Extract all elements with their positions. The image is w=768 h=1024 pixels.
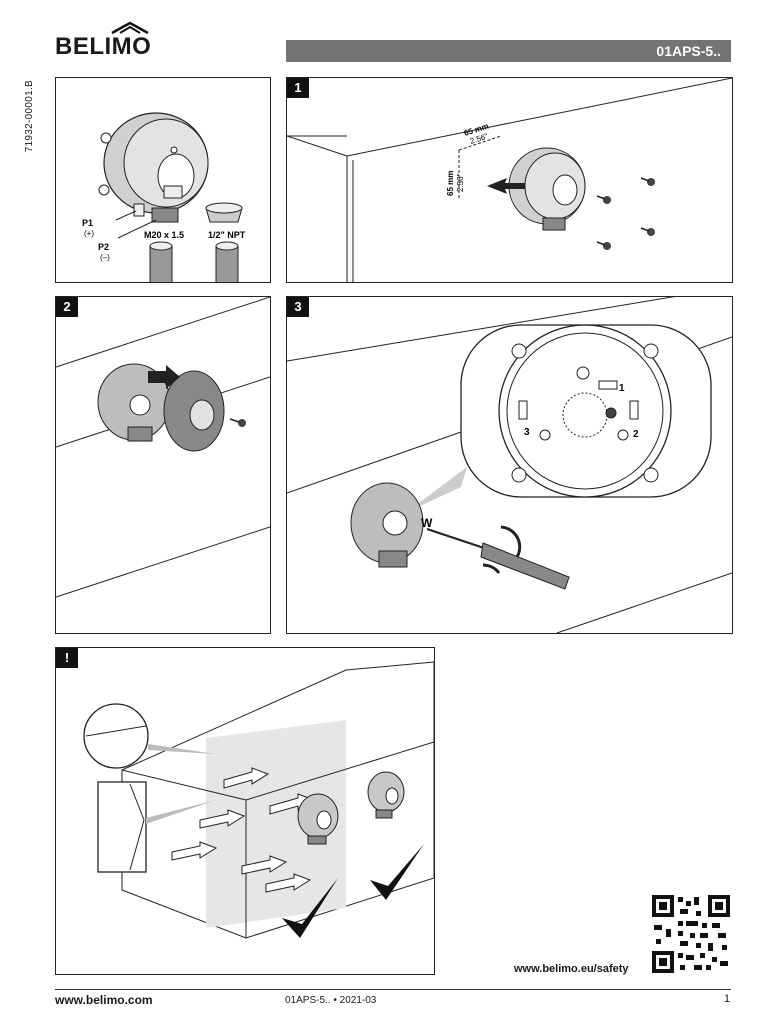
- label-p2-sign: (–): [100, 253, 110, 262]
- product-header-bar: 01APS-5..: [286, 40, 731, 62]
- step-3-illustration: 1 2 3 W: [287, 297, 732, 633]
- screwdriver-icon: [426, 525, 570, 590]
- trademark-roof-icon: [111, 21, 149, 35]
- label-w: W: [421, 516, 433, 530]
- step-1-illustration: 65 mm 2.56" 65 mm 2.56": [287, 78, 732, 282]
- screw-icon: [596, 195, 611, 204]
- pressure-switch-device: [367, 771, 405, 819]
- label-thread-npt: 1/2" NPT: [208, 230, 246, 240]
- checkmark-icon: [282, 878, 338, 938]
- panel-warning: !: [55, 647, 435, 975]
- dim-vertical: 65 mm: [446, 171, 455, 196]
- footer-rule: [55, 989, 731, 990]
- label-p1: P1: [82, 218, 93, 228]
- device-overview-illustration: P1 (+) P2 (–) M20 x 1.5 1/2" NPT: [82, 112, 246, 282]
- footer-page-number: 1: [724, 993, 731, 1005]
- step-2-illustration: [56, 297, 270, 598]
- step-number-2: 2: [56, 297, 78, 317]
- brand-name: BELIMO: [55, 33, 152, 60]
- marker-1: 1: [619, 383, 625, 394]
- product-code: 01APS-5..: [656, 43, 721, 59]
- panel-overview: P1 (+) P2 (–) M20 x 1.5 1/2" NPT: [55, 77, 271, 283]
- safety-link[interactable]: www.belimo.eu/safety: [514, 963, 629, 975]
- panel-step-1: 1 65 mm 2.56" 65 mm 2.56": [286, 77, 733, 283]
- marker-3: 3: [524, 427, 530, 438]
- screw-icon: [596, 241, 611, 250]
- qr-code: [652, 895, 730, 973]
- footer-website[interactable]: www.belimo.com: [55, 993, 153, 1007]
- brand-logo: BELIMO: [55, 21, 152, 61]
- checkmark-icon: [370, 844, 424, 900]
- screw-icon: [640, 177, 655, 186]
- screw-icon: [229, 418, 246, 427]
- label-p1-sign: (+): [84, 229, 94, 238]
- label-thread-m20: M20 x 1.5: [144, 230, 184, 240]
- arrow-icon: [487, 178, 525, 194]
- screw-icon: [640, 227, 655, 236]
- marker-2: 2: [633, 429, 639, 440]
- warning-marker: !: [56, 648, 78, 668]
- document-id: 71932-00001.B: [24, 80, 35, 153]
- step-number-1: 1: [287, 78, 309, 98]
- panel-step-2: 2: [55, 296, 271, 634]
- dim-vertical-inch: 2.56": [456, 173, 465, 192]
- label-p2: P2: [98, 242, 109, 252]
- step-number-3: 3: [287, 297, 309, 317]
- footer-doc-ref: 01APS-5.. • 2021-03: [285, 995, 377, 1006]
- pressure-switch-device: [297, 793, 339, 845]
- arrow-icon: [148, 365, 180, 389]
- panel-step-3: 3 1 2 3 W: [286, 296, 733, 634]
- duct-mounting-illustration: [83, 661, 434, 939]
